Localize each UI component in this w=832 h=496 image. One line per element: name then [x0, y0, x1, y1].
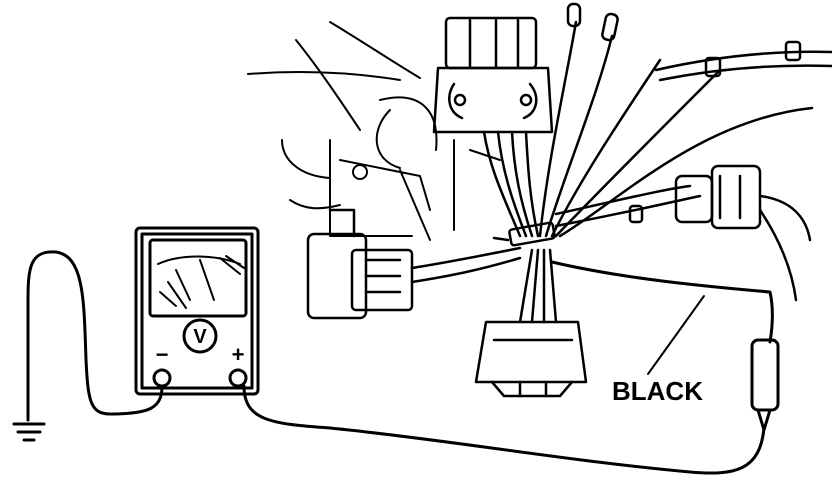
positive-terminal [228, 368, 248, 388]
plus-terminal-label: + [232, 342, 245, 367]
voltmeter-symbol [182, 318, 218, 354]
right-bundle [654, 40, 832, 82]
meter-symbol-label: V [193, 326, 207, 348]
bottom-connector [474, 320, 588, 398]
side-connector [628, 164, 812, 302]
ground-lead [12, 250, 164, 442]
black-probe-lead [242, 260, 780, 475]
callout-leader-line [647, 295, 705, 375]
probe-pins [566, 2, 619, 42]
harness-clamp [492, 221, 556, 247]
minus-terminal-label: − [156, 342, 169, 367]
wire-harness [482, 20, 814, 324]
left-connector [306, 208, 522, 320]
top-connector [432, 16, 554, 134]
negative-terminal [152, 368, 172, 388]
multimeter [134, 226, 260, 396]
engine-outline [247, 21, 501, 241]
black-wire-label: BLACK [612, 376, 703, 406]
